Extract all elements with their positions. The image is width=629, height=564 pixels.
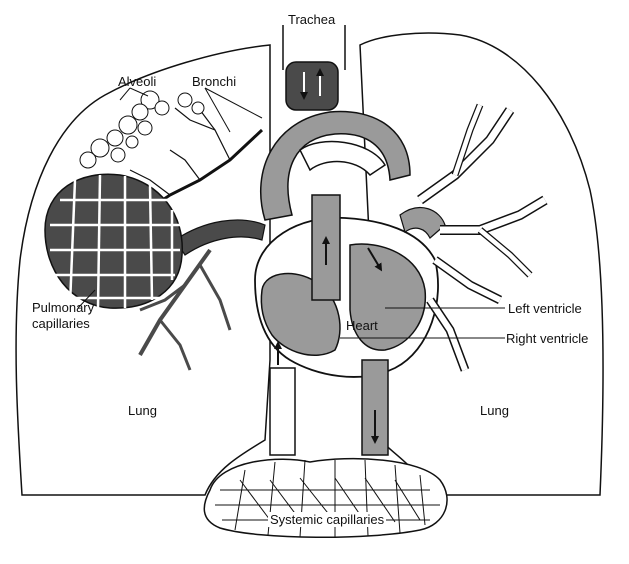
- label-right-ventricle: Right ventricle: [506, 331, 588, 346]
- label-systemic-capillaries: Systemic capillaries: [268, 512, 386, 527]
- pulmonary-trunk: [300, 142, 385, 175]
- label-bronchi: Bronchi: [192, 74, 236, 89]
- label-pulmonary-capillaries-line1: Pulmonary: [32, 300, 94, 315]
- label-heart: Heart: [346, 318, 378, 333]
- pulmonary-vein-left: [175, 220, 265, 255]
- alveoli-cluster: [80, 91, 204, 168]
- label-alveoli: Alveoli: [118, 74, 156, 89]
- label-pulmonary-capillaries-line2: capillaries: [32, 316, 90, 331]
- trachea-tube: [283, 25, 345, 110]
- label-left-ventricle: Left ventricle: [508, 301, 582, 316]
- label-lung-left: Lung: [128, 403, 157, 418]
- label-trachea: Trachea: [288, 12, 335, 27]
- pulmonary-capillary-net: [45, 174, 182, 308]
- label-lung-right: Lung: [480, 403, 509, 418]
